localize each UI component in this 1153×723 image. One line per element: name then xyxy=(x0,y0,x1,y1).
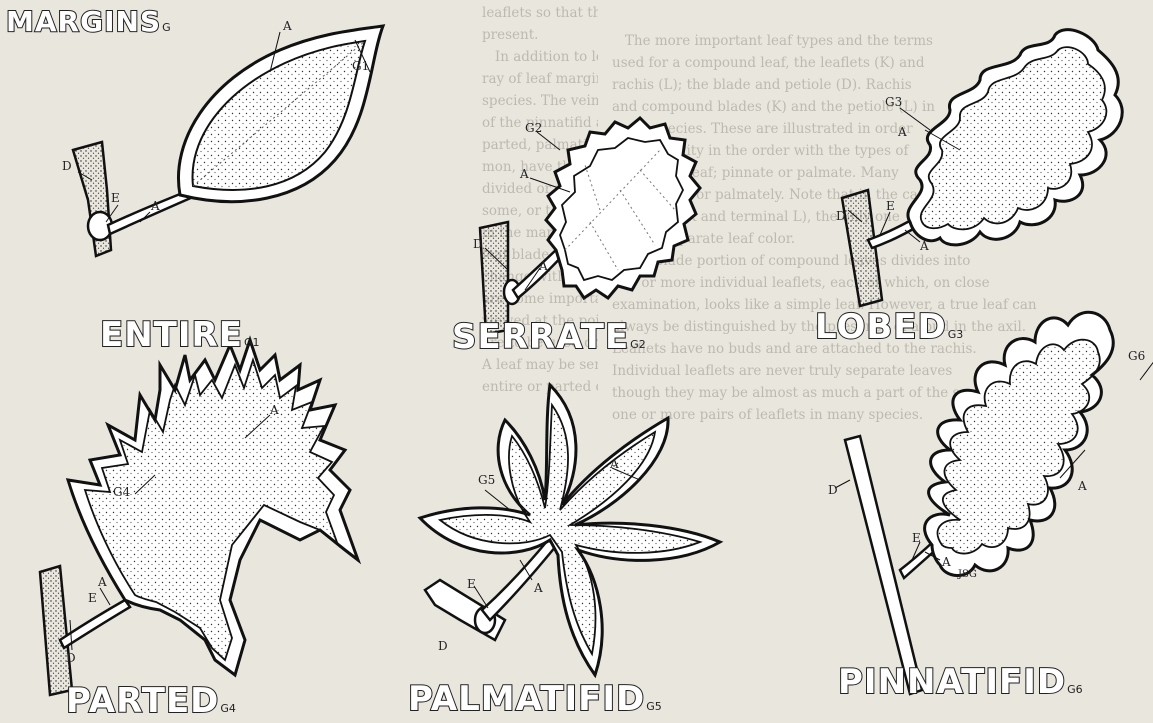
label-pinnatifid-a-blade: A xyxy=(1078,480,1087,492)
label-palmatifid-e: E xyxy=(467,578,476,590)
label-pinnatifid-e: E xyxy=(912,532,921,544)
twig-parted xyxy=(40,566,72,695)
label-pinnatifid-a-petiole: A xyxy=(942,556,951,568)
label-parted-e: E xyxy=(88,592,97,604)
label-serrate-a-blade: A xyxy=(520,168,529,180)
label-palmatifid-a-blade: A xyxy=(610,458,619,470)
label-entire-a-petiole: A xyxy=(151,200,160,212)
heading-text: MARGINS xyxy=(6,5,161,38)
title-palmatifid: PALMATIFIDG5 xyxy=(408,682,662,716)
label-pinnatifid-g: G6 xyxy=(1128,350,1145,362)
label-palmatifid-g: G5 xyxy=(478,474,495,486)
label-parted-a-blade: A xyxy=(270,404,279,416)
label-entire-d: D xyxy=(62,160,72,172)
leaf-pinnatifid xyxy=(845,312,1113,694)
label-entire-g: G1 xyxy=(352,60,369,72)
label-palmatifid-d: D xyxy=(438,640,448,652)
label-serrate-g: G2 xyxy=(525,122,542,134)
artist-signature: JSG xyxy=(958,570,977,580)
label-entire-a-blade: A xyxy=(283,20,292,32)
leaf-palmatifid xyxy=(420,385,720,675)
twig-lobed xyxy=(842,190,882,306)
label-entire-e: E xyxy=(111,192,120,204)
label-lobed-g: G3 xyxy=(885,96,902,108)
label-serrate-a-petiole: A xyxy=(539,260,548,272)
label-palmatifid-a-petiole: A xyxy=(534,582,543,594)
leaf-serrate xyxy=(480,118,700,334)
label-parted-a-petiole: A xyxy=(98,576,107,588)
leaf-parted xyxy=(40,340,358,695)
label-lobed-a-petiole: A xyxy=(920,240,929,252)
leaf-entire xyxy=(73,26,383,256)
heading-sub: G xyxy=(162,21,171,34)
label-lobed-d: D xyxy=(836,210,846,222)
title-lobed: LOBEDG3 xyxy=(815,310,963,344)
title-entire: ENTIREG1 xyxy=(100,318,259,352)
title-serrate: SERRATEG2 xyxy=(452,320,646,354)
diagram-heading: MARGINSG xyxy=(6,8,171,36)
label-lobed-a-blade: A xyxy=(898,126,907,138)
label-parted-d: D xyxy=(66,652,76,664)
label-parted-g: G4 xyxy=(113,486,130,498)
leaf-lobed xyxy=(842,30,1122,306)
label-pinnatifid-d: D xyxy=(828,484,838,496)
title-parted: PARTEDG4 xyxy=(66,684,236,718)
title-pinnatifid: PINNATIFIDG6 xyxy=(838,665,1083,699)
label-serrate-d: D xyxy=(473,238,483,250)
label-lobed-e: E xyxy=(886,200,895,212)
